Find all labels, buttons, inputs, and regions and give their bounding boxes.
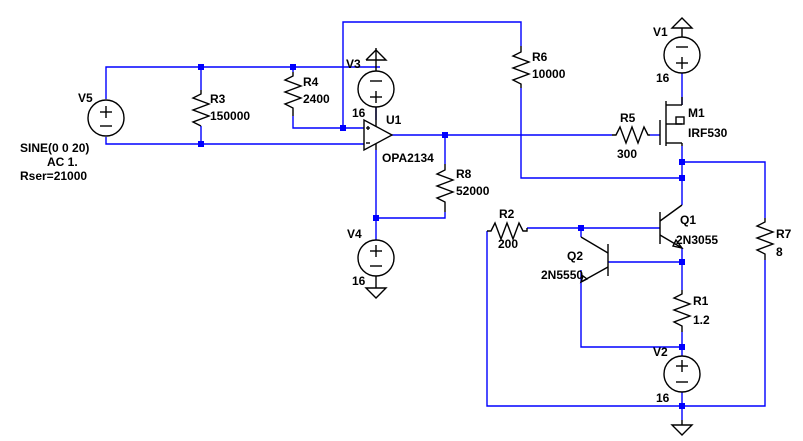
q2-transistor[interactable] (579, 236, 609, 284)
v2-source[interactable] (663, 355, 701, 436)
v2-value: 16 (656, 391, 670, 405)
r6-resistor[interactable] (511, 46, 531, 88)
q1-transistor[interactable] (659, 204, 684, 250)
r7-value: 8 (776, 245, 783, 259)
r5-name: R5 (620, 111, 636, 125)
q2-name: Q2 (567, 249, 583, 263)
r5-resistor[interactable] (612, 125, 650, 145)
r4-name: R4 (303, 75, 319, 89)
m1-value: IRF530 (688, 126, 728, 140)
r5-value: 300 (617, 147, 637, 161)
r2-resistor[interactable] (487, 221, 528, 241)
r8-resistor[interactable] (435, 164, 455, 212)
r4-value: 2400 (303, 92, 330, 106)
r3-name: R3 (210, 92, 226, 106)
m1-name: M1 (688, 106, 705, 120)
v5-name: V5 (78, 91, 93, 105)
u1-value: OPA2134 (382, 151, 434, 165)
q1-name: Q1 (680, 213, 696, 227)
u1-opamp[interactable] (363, 107, 394, 152)
v3-name: V3 (346, 57, 361, 71)
v4-value: 16 (352, 274, 366, 288)
r1-value: 1.2 (693, 313, 710, 327)
u1-name: U1 (386, 113, 402, 127)
v5-value-line-1: SINE(0 0 20) (20, 141, 89, 155)
v1-value: 16 (656, 71, 670, 85)
v3-value: 16 (352, 106, 366, 120)
r2-value: 200 (498, 237, 518, 251)
q1-value: 2N3055 (676, 233, 718, 247)
v2-name: V2 (653, 345, 668, 359)
v5-value-line-2: AC 1. (47, 155, 78, 169)
q2-value: 2N5550 (541, 268, 583, 282)
r8-name: R8 (456, 167, 472, 181)
v4-source[interactable] (357, 239, 395, 299)
v3-source[interactable] (357, 48, 395, 108)
r3-resistor[interactable] (191, 90, 211, 127)
v1-source[interactable] (663, 17, 701, 74)
r4-resistor[interactable] (283, 72, 303, 116)
r7-name: R7 (776, 227, 792, 241)
r6-name: R6 (532, 50, 548, 64)
junctions (198, 64, 685, 409)
v4-name: V4 (347, 227, 362, 241)
r8-value: 52000 (456, 184, 490, 198)
r7-resistor[interactable] (755, 218, 775, 260)
wires (105, 21, 766, 420)
r1-resistor[interactable] (672, 290, 692, 332)
v1-name: V1 (653, 25, 668, 39)
v5-value-line-3: Rser=21000 (20, 169, 87, 183)
v5-source[interactable] (87, 99, 125, 137)
r1-name: R1 (693, 294, 709, 308)
m1-mosfet[interactable] (659, 97, 685, 146)
r2-name: R2 (499, 207, 515, 221)
r3-value: 150000 (210, 109, 250, 123)
r6-value: 10000 (532, 67, 566, 81)
